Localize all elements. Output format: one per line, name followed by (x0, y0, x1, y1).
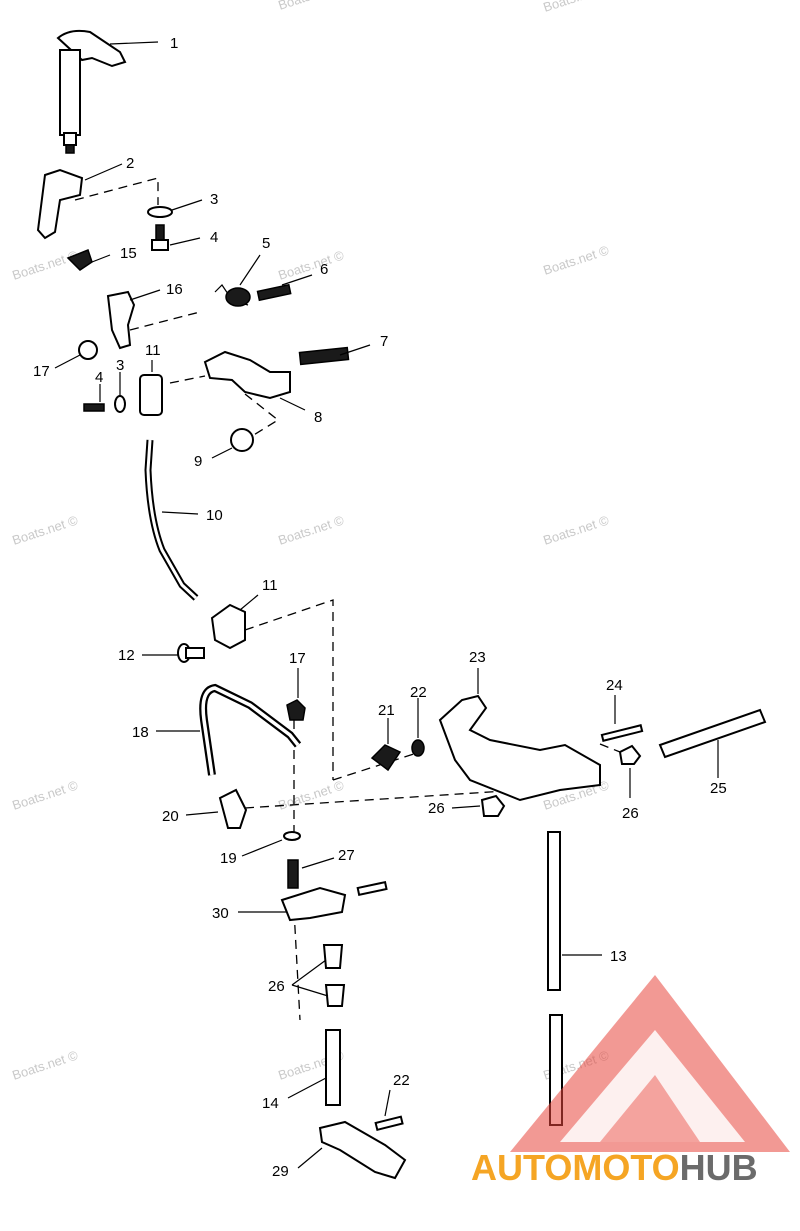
callout-17: 17 (289, 650, 306, 667)
watermark: Boats.net © (276, 512, 346, 547)
part-10-control-rod (144, 439, 199, 601)
part-19-washer (283, 831, 301, 841)
watermarks: Boats.net © Boats.net © Boats.net © Boat… (10, 0, 611, 1083)
callout-13: 13 (610, 948, 627, 965)
callout-19: 19 (220, 850, 237, 867)
part-6-stud (256, 283, 292, 302)
part-1-shift-shaft (56, 29, 127, 154)
callout-22: 22 (410, 684, 427, 701)
callout-12: 12 (118, 647, 135, 664)
part-7-stud (298, 346, 350, 366)
callout-5: 5 (262, 235, 270, 252)
watermark: Boats.net © (276, 777, 346, 812)
part-14-shaft (325, 1029, 341, 1106)
callout-11: 11 (145, 342, 161, 359)
part-25-shaft (658, 708, 767, 759)
part-5-spring (214, 284, 251, 307)
callout-26: 26 (622, 805, 639, 822)
part-30-lever (280, 886, 347, 922)
logo-triangle-inner (560, 1030, 745, 1142)
watermark: Boats.net © (541, 242, 611, 277)
parts (36, 29, 767, 1180)
part-16-lever (106, 290, 136, 350)
part-26-bushing (322, 944, 344, 969)
part-4-screw (83, 403, 105, 412)
callout-23: 23 (469, 649, 486, 666)
part-12-bolt (177, 643, 205, 663)
watermark: Boats.net © (10, 1047, 80, 1082)
part-2-bracket (36, 168, 84, 240)
part-22-pin (374, 1115, 404, 1131)
part-20-cap (218, 788, 248, 829)
callout-7: 7 (380, 333, 388, 350)
watermark: Boats.net © (10, 777, 80, 812)
callout-8: 8 (314, 409, 322, 426)
callout-6: 6 (320, 261, 328, 278)
part-13-link-rod (547, 831, 561, 991)
part-11-link-end (210, 603, 246, 650)
callout-17: 17 (33, 363, 50, 380)
callout-26: 26 (268, 978, 285, 995)
leader-lines (54, 41, 719, 1169)
part-26-bushing (480, 794, 506, 817)
logo-text: AUTOMOTOHUB (471, 1147, 758, 1188)
callout-9: 9 (194, 453, 202, 470)
callout-24: 24 (606, 677, 623, 694)
callout-4: 4 (210, 229, 218, 246)
part-22-spring (411, 739, 425, 757)
part-24-pin (600, 724, 644, 742)
callout-11: 11 (262, 577, 278, 594)
watermark: Boats.net © (276, 0, 346, 13)
part-8-lever-arm (203, 350, 291, 400)
logo-triangle-mark (600, 1075, 700, 1142)
part-9-nut (230, 428, 254, 452)
part-17-nut (286, 699, 306, 721)
automotohub-logo: AUTOMOTOHUB (471, 975, 790, 1188)
watermark: Boats.net © (10, 247, 80, 282)
callout-25: 25 (710, 780, 727, 797)
part-26-bushing (324, 984, 346, 1007)
part-21-screw (370, 744, 402, 772)
part-26-bushing (618, 744, 642, 765)
callout-3: 3 (116, 357, 124, 374)
callout-1: 1 (170, 35, 178, 52)
callout-21: 21 (378, 702, 395, 719)
watermark: Boats.net © (541, 512, 611, 547)
part-27-pin (287, 859, 299, 889)
callout-labels: 1 2 3 4 5 6 15 16 7 17 11 3 4 8 9 10 11 … (33, 35, 727, 1180)
callout-15: 15 (120, 245, 137, 262)
callout-20: 20 (162, 808, 179, 825)
part-23-shift-lever (438, 694, 601, 802)
part-3-washer (114, 395, 126, 413)
callout-2: 2 (126, 155, 134, 172)
part-11-link-end (139, 374, 163, 416)
part-29-cam (318, 1120, 407, 1180)
part-17-nut (78, 340, 98, 360)
watermark: Boats.net © (541, 0, 611, 15)
watermark: Boats.net © (276, 247, 346, 282)
callout-3: 3 (210, 191, 218, 208)
callout-16: 16 (166, 281, 183, 298)
callout-30: 30 (212, 905, 229, 922)
watermark: Boats.net © (10, 512, 80, 547)
logo-text-automoto: AUTOMOTO (471, 1147, 680, 1188)
callout-14: 14 (262, 1095, 279, 1112)
callout-26: 26 (428, 800, 445, 817)
callout-18: 18 (132, 724, 149, 741)
part-3-washer (147, 206, 173, 218)
callout-27: 27 (338, 847, 355, 864)
callout-29: 29 (272, 1163, 289, 1180)
assembly-lines (74, 177, 621, 1021)
logo-text-hub: HUB (680, 1147, 758, 1188)
callout-10: 10 (206, 507, 223, 524)
part-27-pin (356, 880, 388, 897)
callout-4: 4 (95, 369, 103, 386)
callout-22: 22 (393, 1072, 410, 1089)
part-4-screw (151, 224, 169, 251)
